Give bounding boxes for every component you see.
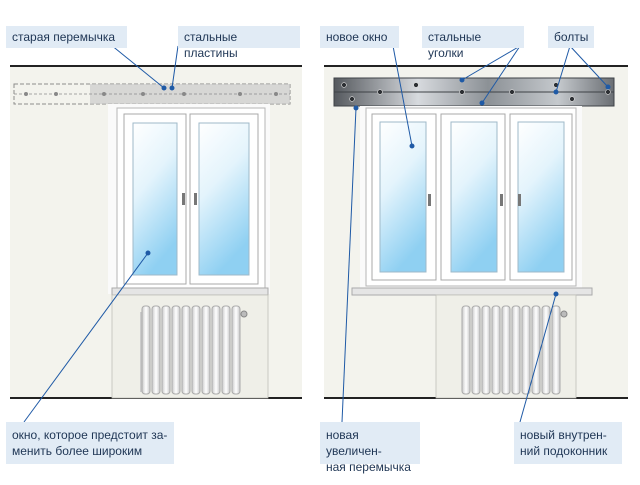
- new-window-glass-middle: [450, 121, 498, 273]
- label-steel-angles: стальные уголки: [422, 26, 524, 60]
- old-window-glass-left: [132, 122, 178, 276]
- new-window-glass-right: [517, 121, 565, 273]
- handle-icon: [182, 193, 185, 205]
- radiator-right: [461, 305, 568, 395]
- left-panel-before: [10, 39, 302, 423]
- new-wide-window: [360, 106, 582, 288]
- label-window-to-replace: окно, которое предстоит за- менить более…: [6, 422, 174, 464]
- handle-icon: [428, 194, 431, 206]
- handle-icon: [500, 194, 503, 206]
- right-panel-after: [324, 45, 628, 423]
- label-old-lintel: старая перемычка: [6, 26, 127, 48]
- new-window-glass-left: [379, 121, 427, 273]
- handle-icon: [194, 193, 197, 205]
- label-new-sill: новый внутрен- ний подоконник: [514, 422, 622, 464]
- leader-lines-right: [341, 45, 611, 423]
- radiator-left: [140, 305, 248, 395]
- old-sill: [111, 287, 269, 296]
- new-lintel-bolts: [341, 82, 611, 102]
- label-steel-plates: стальные пластины: [178, 26, 300, 60]
- old-lintel-bolts: [24, 92, 278, 96]
- label-bolts: болты: [548, 26, 594, 48]
- label-new-lintel: новая увеличен- ная перемычка: [320, 422, 420, 474]
- handle-icon: [518, 194, 521, 206]
- leader-lines-left: [23, 39, 179, 423]
- old-window: [108, 104, 270, 294]
- label-new-window: новое окно: [320, 26, 399, 48]
- old-window-glass-right: [198, 122, 250, 276]
- new-lintel-steel: [333, 77, 615, 107]
